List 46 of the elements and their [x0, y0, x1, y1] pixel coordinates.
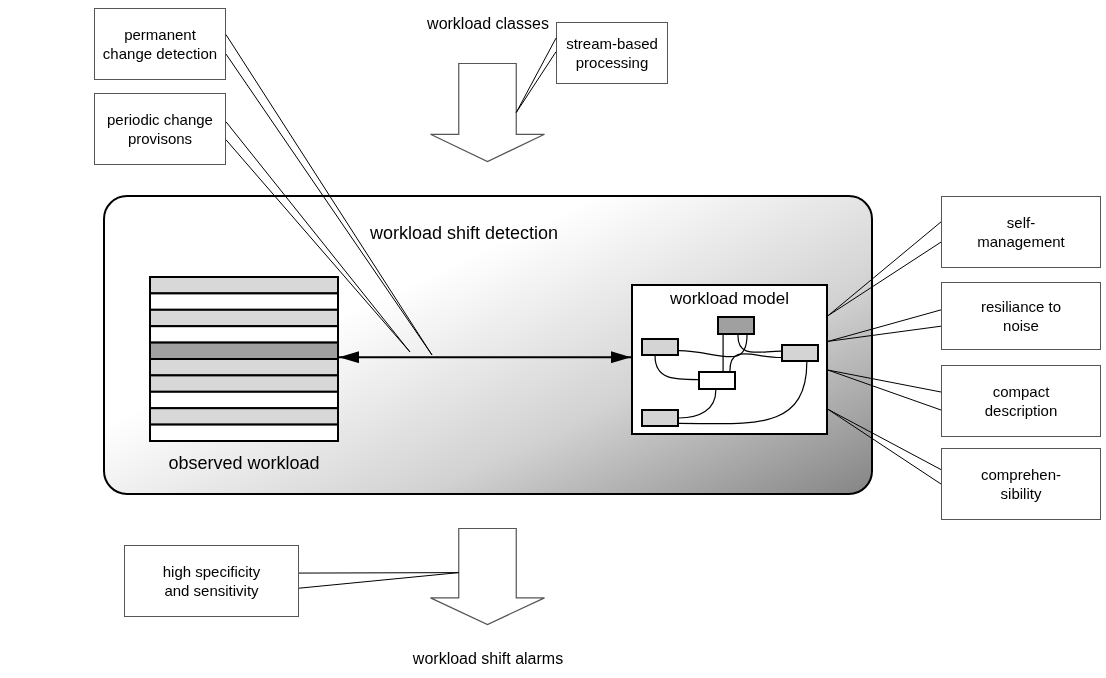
block-arrow	[430, 528, 545, 625]
callout-text: stream-based processing	[565, 34, 659, 72]
process-panel	[103, 195, 873, 495]
callout-pointer	[827, 221, 942, 317]
callout-pointer	[225, 121, 411, 353]
connector-line	[654, 355, 699, 381]
callout-box	[941, 448, 1101, 520]
model-title: workload model	[668, 289, 791, 309]
callout-text: permanent change detection	[101, 25, 219, 63]
component-box	[717, 316, 755, 335]
callout-pointer	[515, 37, 557, 113]
component-box	[698, 371, 736, 390]
callout-text: high specificity and sensitivity	[161, 562, 262, 600]
callout-text: compact description	[983, 382, 1059, 420]
connector-line	[678, 389, 717, 419]
callout-box	[941, 282, 1101, 350]
callout-pointer	[827, 309, 942, 342]
component-box	[641, 338, 679, 356]
panel-title: workload shift detection	[370, 223, 559, 244]
callout-box	[556, 22, 668, 84]
connector-line	[737, 334, 782, 353]
callout-box	[94, 93, 226, 165]
stack-caption: observed workload	[167, 453, 321, 474]
connector-line	[722, 334, 724, 372]
callout-text: resiliance to noise	[979, 297, 1062, 335]
callout-text: periodic change provisons	[106, 110, 214, 148]
callout-box	[941, 365, 1101, 437]
block-arrow	[430, 63, 545, 162]
callout-pointer	[827, 369, 942, 411]
connector-line	[729, 353, 782, 372]
component-box	[781, 344, 819, 362]
callout-text: self- management	[976, 213, 1066, 251]
callout-pointer	[827, 408, 942, 485]
model-box	[631, 284, 828, 435]
flow-label: workload shift alarms	[412, 650, 564, 668]
flow-label: workload classes	[427, 15, 549, 33]
callout-pointer	[225, 34, 433, 356]
callout-box	[124, 545, 299, 617]
callout-text: comprehen- sibility	[979, 465, 1062, 503]
connector-line	[678, 361, 808, 425]
callout-pointer	[298, 572, 460, 589]
double-arrow	[338, 351, 632, 364]
callout-box	[94, 8, 226, 80]
callout-box	[941, 196, 1101, 268]
connector-line	[678, 334, 748, 358]
component-box	[641, 409, 679, 427]
